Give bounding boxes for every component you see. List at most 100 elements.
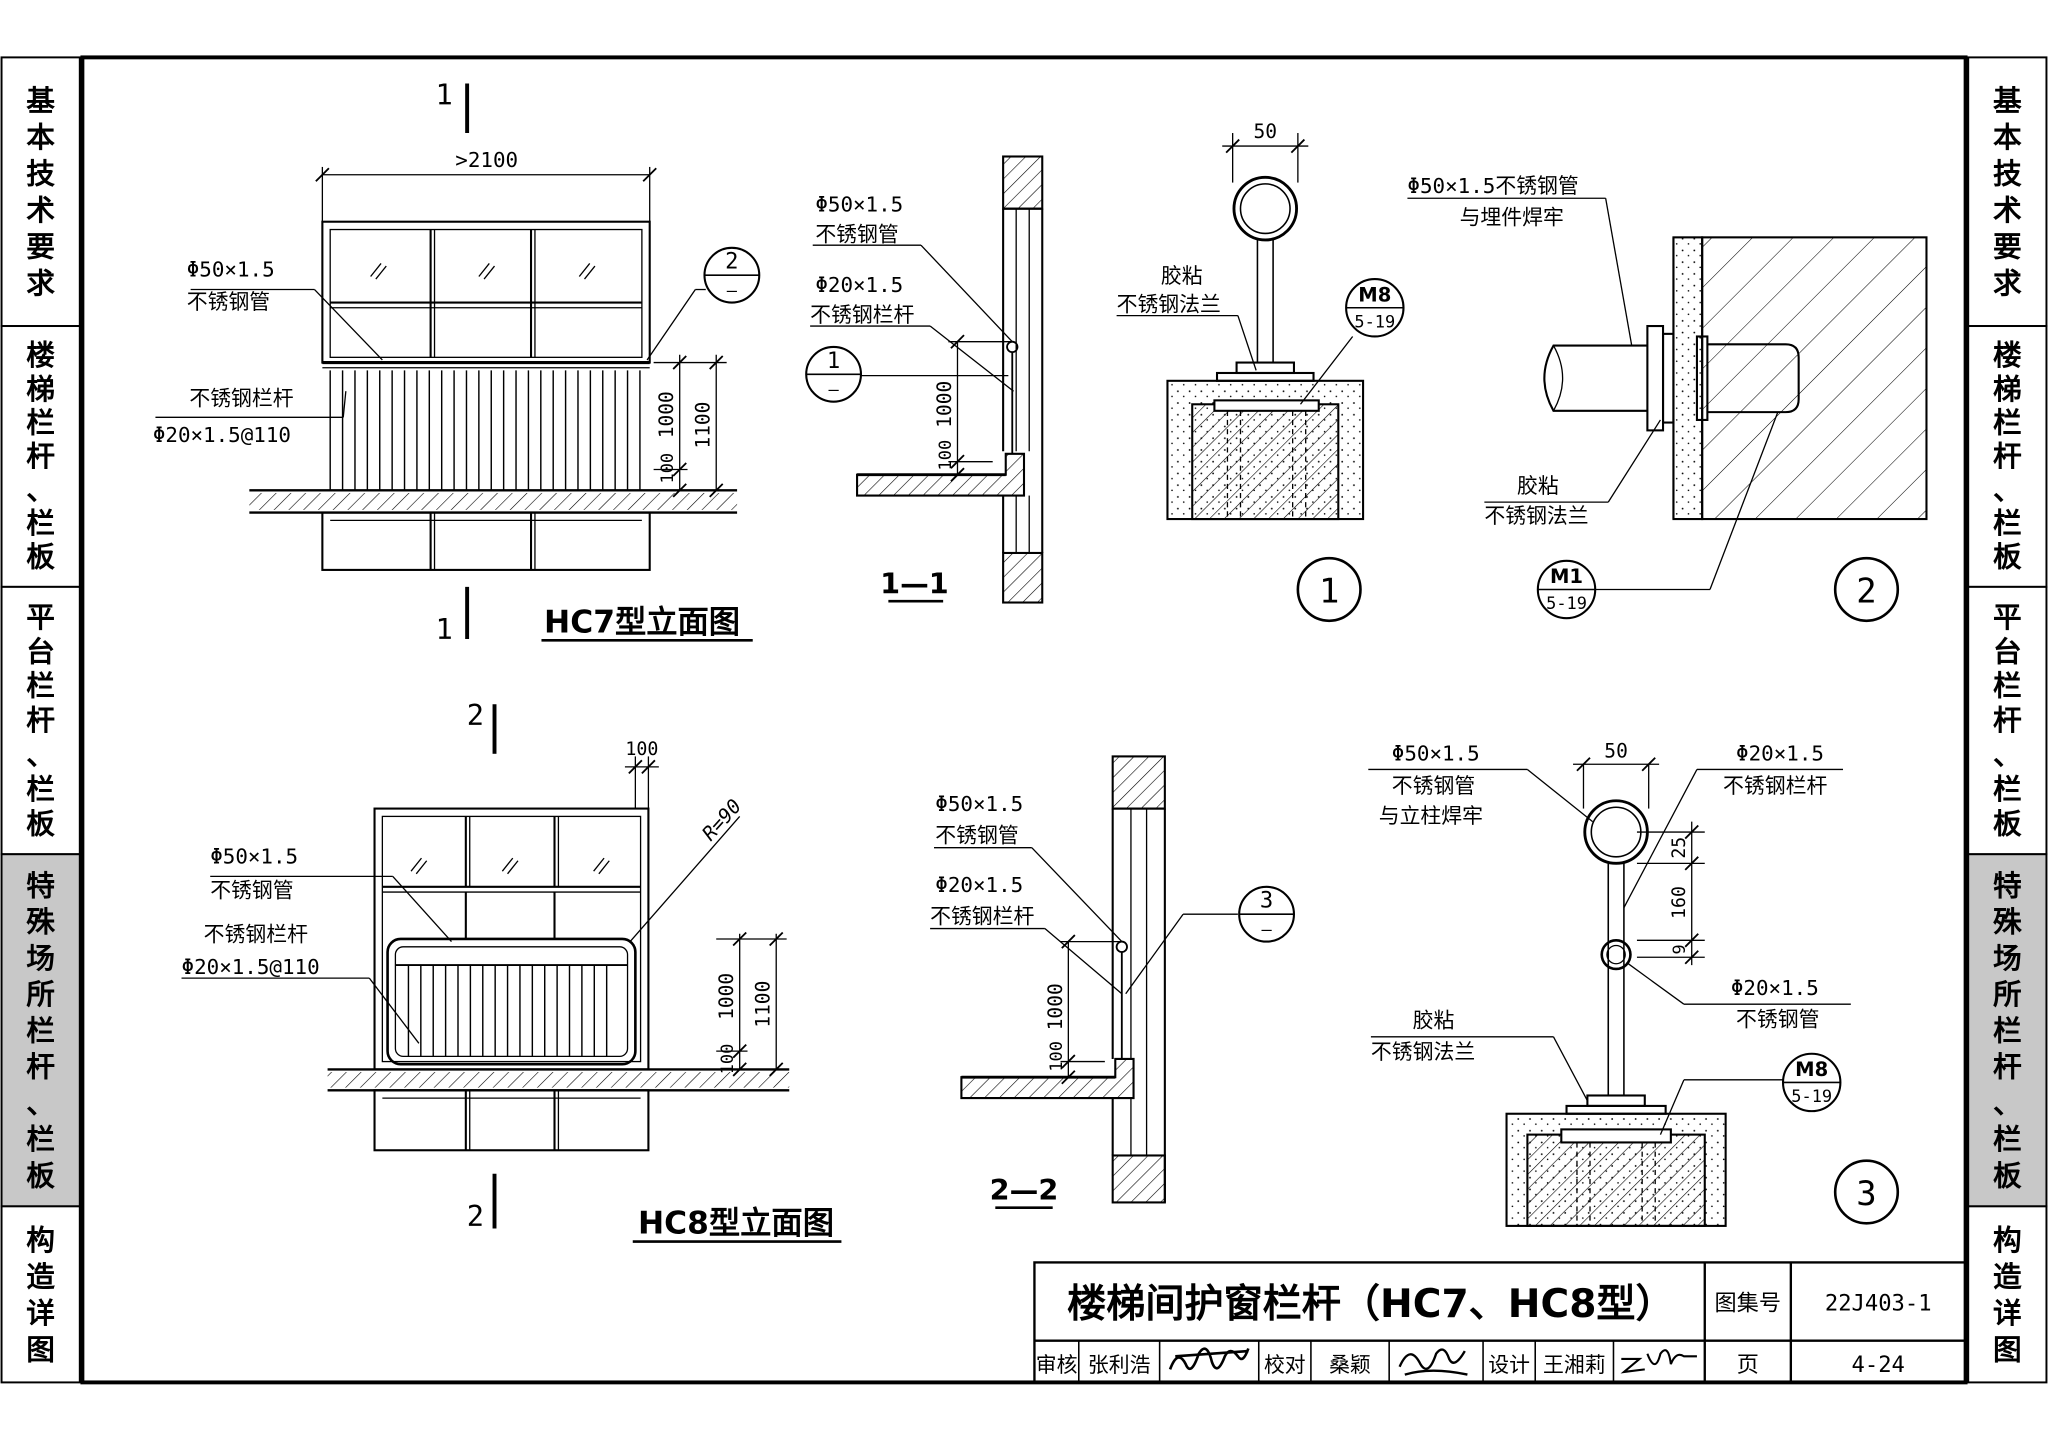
hc8-dim-1000: 1000 [715, 973, 738, 1020]
det3-pipe-label-1: Φ50×1.5 [1392, 741, 1480, 765]
det2-flange-label-2: 不锈钢法兰 [1484, 504, 1588, 528]
det3-dim-50: 50 [1604, 740, 1628, 763]
hc8-dim-100: 100 [717, 1044, 737, 1075]
sidebar-section-label: 特殊场所栏杆、栏板 [26, 869, 55, 1193]
det2-anchor-ref: 5-19 [1546, 593, 1587, 613]
hc7-dim-100: 100 [657, 453, 677, 484]
hc8-pipe-label-1: Φ50×1.5 [210, 844, 298, 868]
sidebar-section [0, 853, 81, 1208]
review-label: 审核 [1036, 1353, 1078, 1377]
det1-flange-label-2: 不锈钢法兰 [1117, 293, 1221, 317]
sec11-callout-ref: — [828, 379, 839, 399]
hc8-dim-100-top: 100 [625, 739, 658, 760]
sidebar-section-label: 构造详图 [26, 1223, 55, 1367]
sidebar-section-label: 构造详图 [1993, 1223, 2022, 1367]
hc7-bar-label-2: Φ20×1.5@110 [153, 423, 291, 447]
det3-anchor-callout: M8 5-19 [1781, 1052, 1842, 1113]
reviewer-signature [1168, 1347, 1250, 1371]
det3-number: 3 [1856, 1174, 1876, 1213]
hc8-guard-bars [407, 965, 608, 1057]
sec11-callout-num: 1 [827, 348, 840, 374]
hc8-elevation [181, 704, 790, 1229]
sidebar-section-label: 楼梯栏杆、栏板 [1993, 338, 2022, 573]
sec22-pipe-label-1: Φ50×1.5 [935, 792, 1023, 816]
hc7-pipe-label-2: 不锈钢管 [187, 290, 270, 314]
sec22-dim-1000: 1000 [1044, 983, 1067, 1030]
det3-post-label-1: Φ20×1.5 [1736, 741, 1824, 765]
det2-number-circle [1833, 556, 1900, 623]
title-block [1033, 1261, 1967, 1384]
sec22-dim-100: 100 [1046, 1041, 1066, 1072]
atlas-label: 图集号 [1715, 1291, 1781, 1317]
sec22-bar-label-1: Φ20×1.5 [935, 873, 1023, 897]
sidebar-section-label: 特殊场所栏杆、栏板 [1993, 869, 2022, 1193]
det2-pipe-label-1: Φ50×1.5不锈钢管 [1407, 174, 1578, 198]
detail-3 [1368, 757, 1851, 1227]
sidebar-section [0, 585, 81, 856]
sidebar-section-label: 楼梯栏杆、栏板 [26, 338, 55, 573]
sidebar-section [0, 56, 81, 328]
det3-anchor-ref: 5-19 [1791, 1086, 1832, 1106]
hc8-bar-label-2: Φ20×1.5@110 [182, 955, 320, 979]
sec11-dim-1000: 1000 [933, 381, 956, 428]
hc7-dim-1000: 1000 [655, 391, 678, 438]
title-block-text: 楼梯间护窗栏杆（HC7、HC8型） 图集号 22J403-1 页 4-24 审核… [1036, 1282, 1932, 1378]
det2-anchor-code: M1 [1550, 565, 1583, 588]
atlas-number: 22J403-1 [1825, 1291, 1932, 1317]
hc7-dim-1100: 1100 [692, 402, 715, 449]
sec11-bar-label-1: Φ20×1.5 [815, 273, 903, 297]
sec11-dim-100: 100 [935, 440, 955, 471]
sheet-title: 楼梯间护窗栏杆（HC7、HC8型） [1067, 1282, 1675, 1327]
det2-pipe-label-2: 与埋件焊牢 [1460, 205, 1564, 229]
check-label: 校对 [1264, 1353, 1306, 1377]
det3-post-label-2: 不锈钢栏杆 [1723, 774, 1827, 798]
detail-3-text: 50 Φ50×1.5 不锈钢管 与立柱焊牢 Φ20×1.5 不锈钢栏杆 Φ20×… [1371, 740, 1900, 1225]
section-2-2-text: Φ50×1.5 不锈钢管 Φ20×1.5 不锈钢栏杆 1000 100 2—2 [930, 792, 1067, 1207]
hc7-callout-ref: — [727, 280, 738, 300]
det3-pipe-label-3: 与立柱焊牢 [1379, 804, 1483, 828]
hc7-elevation [155, 83, 738, 640]
hc7-callout-num: 2 [725, 249, 738, 275]
sidebar-section [1967, 585, 2048, 856]
hc7-cut-mark-bottom: 1 [436, 612, 453, 646]
page-number: 4-24 [1852, 1352, 1905, 1378]
sec22-title: 2—2 [990, 1173, 1059, 1207]
det3-dim-9: 9 [1669, 944, 1689, 954]
detail-1-text: 50 胶粘 不锈钢法兰 1 [1117, 120, 1362, 623]
hc8-dim-1100: 1100 [752, 981, 775, 1028]
det1-anchor-code: M8 [1358, 283, 1391, 306]
checker-name: 桑颖 [1329, 1353, 1371, 1377]
hc8-bar-label-1: 不锈钢栏杆 [204, 923, 308, 947]
det2-flange-label-1: 胶粘 [1517, 474, 1559, 498]
det1-anchor-ref: 5-19 [1354, 311, 1395, 331]
sec11-pipe-label-1: Φ50×1.5 [815, 192, 903, 216]
hc7-cut-mark-top: 1 [436, 77, 453, 111]
sec22-detail-callout: 3 — [1238, 885, 1296, 943]
det3-dim-160: 160 [1669, 886, 1690, 919]
det2-number: 2 [1856, 572, 1876, 611]
hc8-text: 2 2 100 R=90 Φ50×1.5 不锈钢管 不锈钢栏杆 Φ20×1.5@… [182, 698, 834, 1242]
sidebar-section-label: 基本技术要求 [1993, 84, 2022, 301]
det1-number: 1 [1319, 572, 1339, 611]
section-1-1-text: Φ50×1.5 不锈钢管 Φ20×1.5 不锈钢栏杆 1000 100 1—1 [810, 192, 956, 600]
detail-2 [1407, 197, 1928, 591]
sec22-callout-ref: — [1261, 919, 1272, 939]
sec11-detail-callout: 1 — [805, 345, 863, 403]
det3-dim-25: 25 [1669, 837, 1690, 859]
sidebar-section-label: 平台栏杆、栏板 [26, 600, 55, 841]
designer-signature [1620, 1349, 1697, 1374]
det1-anchor-callout: M8 5-19 [1345, 278, 1405, 338]
sec22-callout-num: 3 [1260, 888, 1273, 914]
hc7-text: 1 1 >2100 Φ50×1.5 不锈钢管 不锈钢栏杆 Φ20×1.5@110… [153, 77, 740, 646]
det2-anchor-callout: M1 5-19 [1536, 559, 1597, 620]
sidebar-section-label: 平台栏杆、栏板 [1993, 600, 2022, 841]
sidebar-section [1967, 1205, 2048, 1384]
hc8-title: HC8型立面图 [638, 1205, 834, 1242]
det1-dim-50: 50 [1253, 120, 1277, 143]
hc8-pipe-label-2: 不锈钢管 [210, 878, 293, 902]
hc7-width-dim: >2100 [455, 148, 518, 172]
sec11-title: 1—1 [880, 566, 949, 600]
sec22-bar-label-2: 不锈钢栏杆 [930, 904, 1034, 928]
hc7-detail-callout: 2 — [703, 246, 761, 304]
